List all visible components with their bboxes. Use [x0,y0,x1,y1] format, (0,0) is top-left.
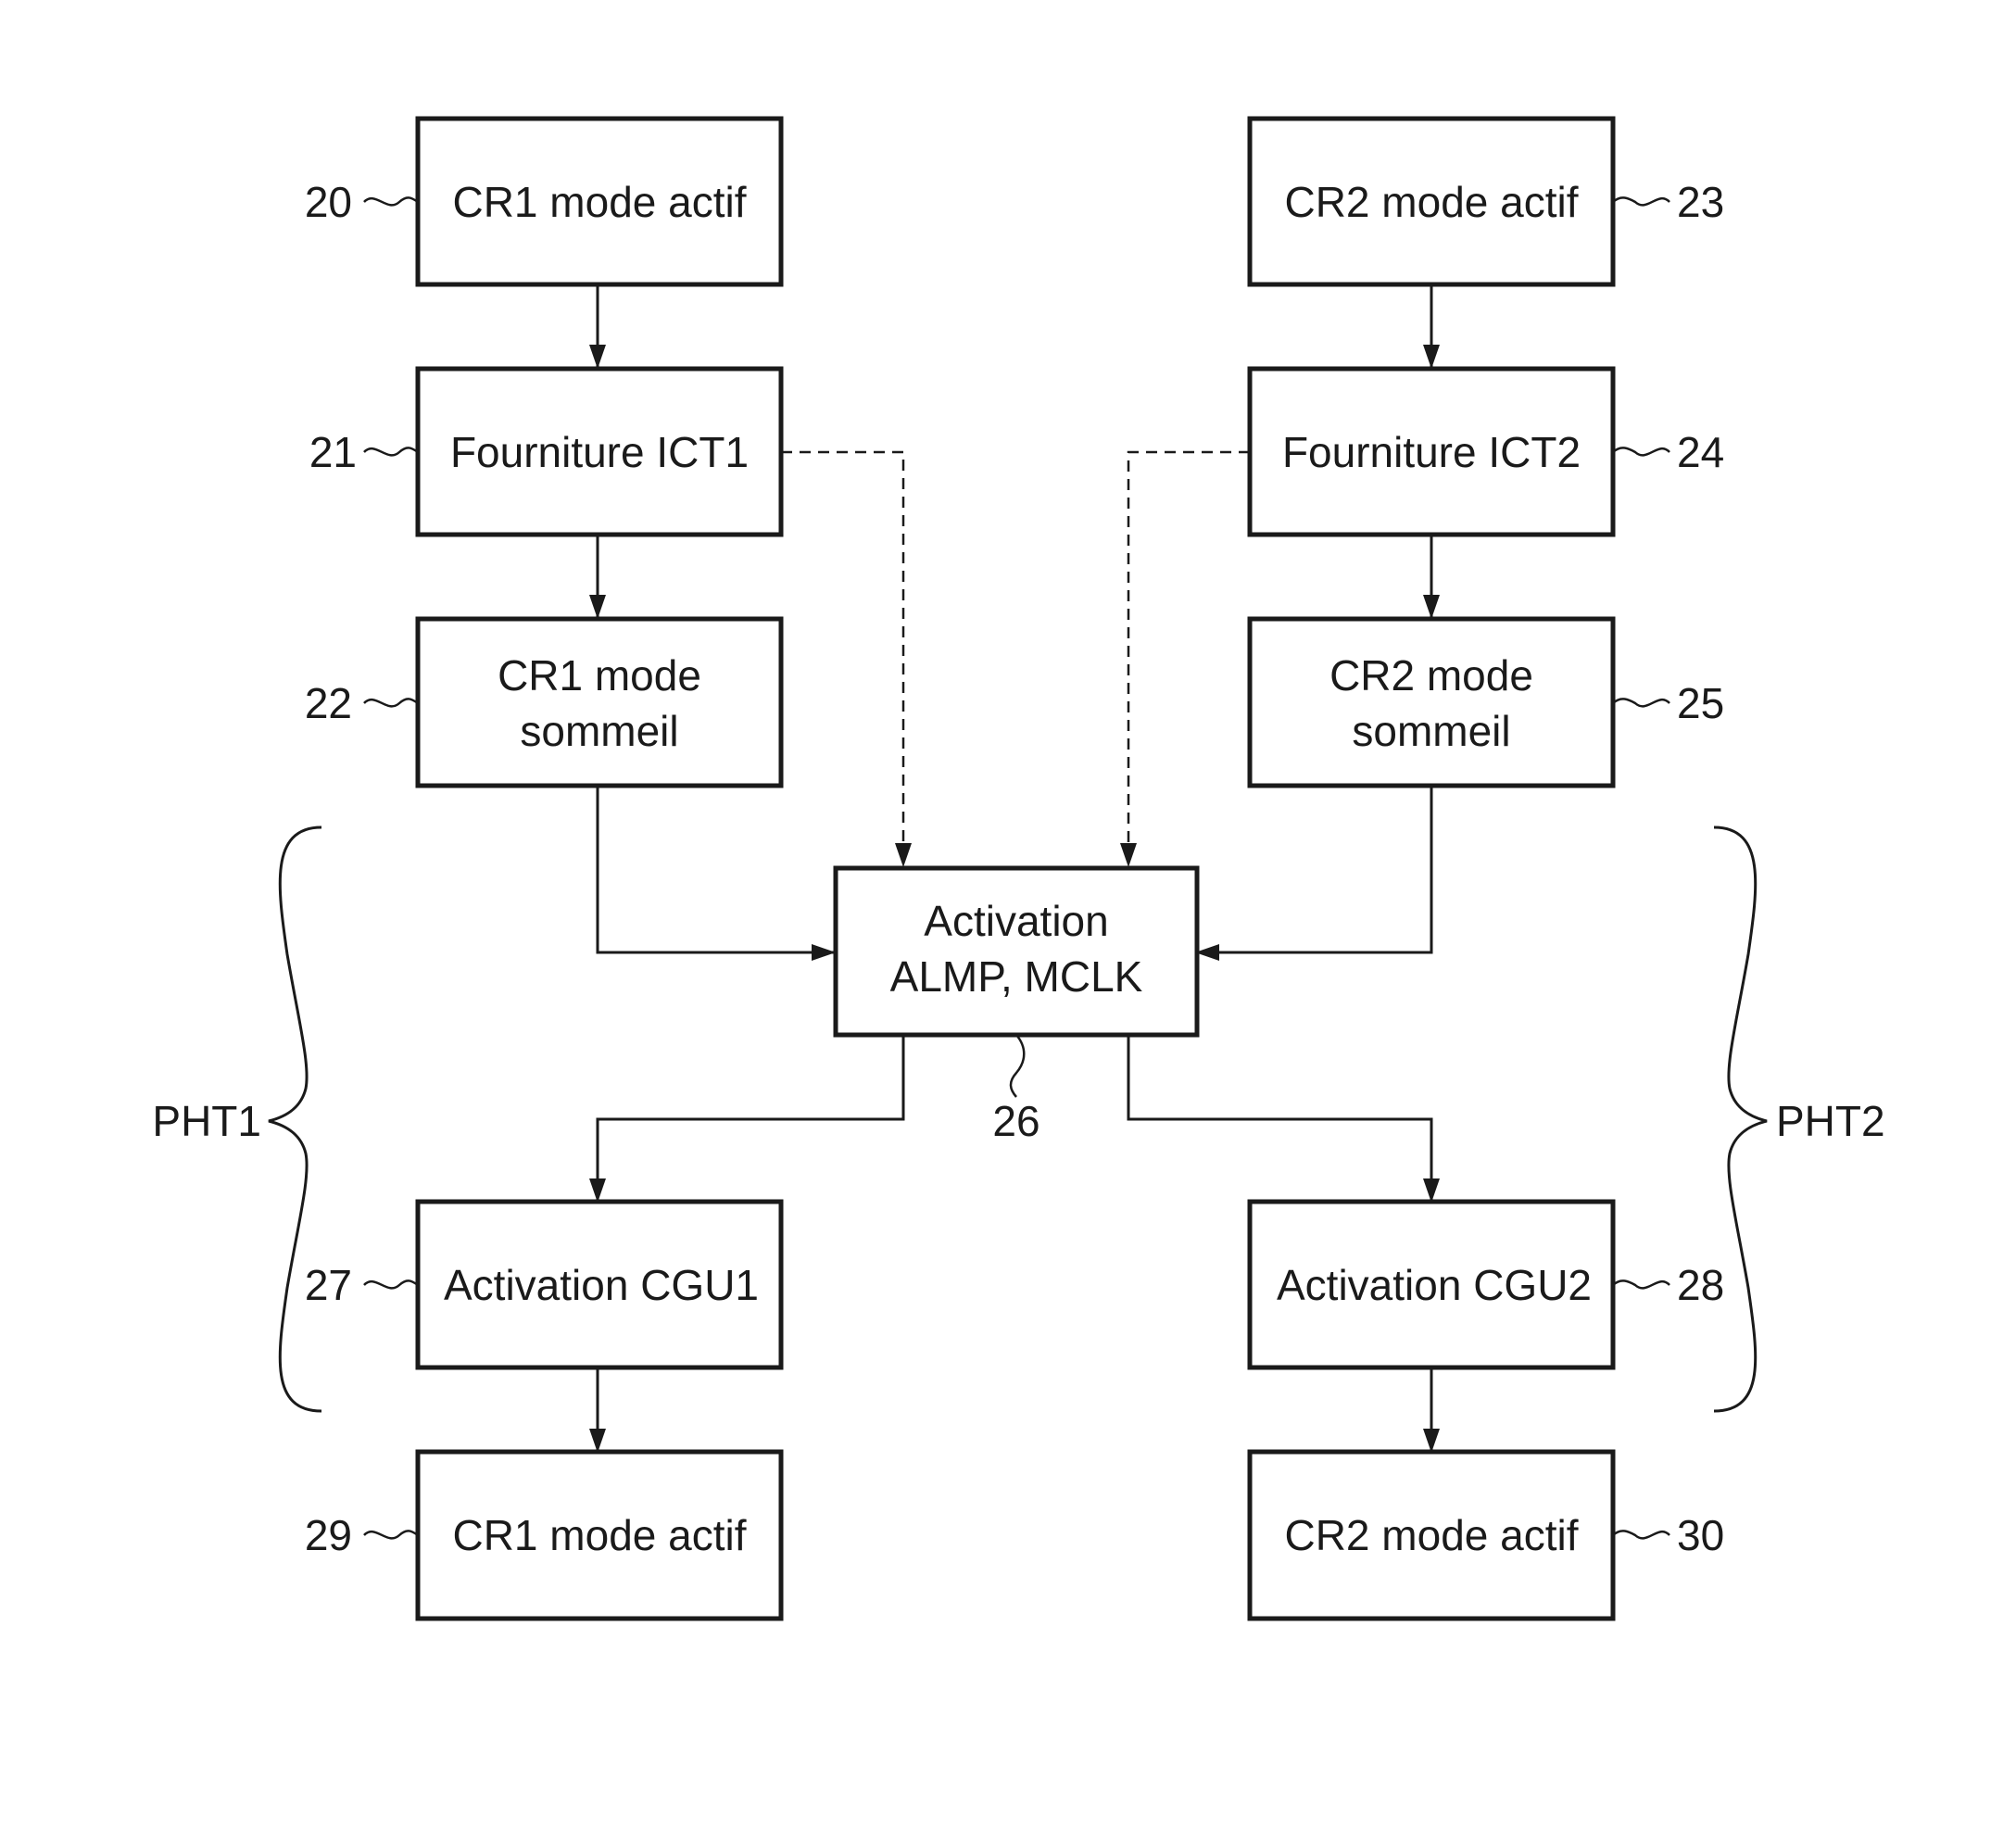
leader-21 [364,447,418,455]
leader-27 [364,1280,418,1288]
box-26: Activation ALMP, MCLK [836,868,1197,1035]
brace-pht1-curve [269,827,321,1411]
arrow-22-to-26 [598,786,834,952]
leader-25 [1613,699,1670,706]
leader-30 [1613,1531,1670,1538]
ref-24: 24 [1677,428,1724,476]
leader-28 [1613,1280,1670,1288]
box-20: CR1 mode actif [418,119,781,284]
box-25-label-line2: sommeil [1352,707,1510,755]
dashed-arrow-24-to-26 [1128,452,1250,865]
brace-pht2: PHT2 [1714,827,1885,1411]
box-25: CR2 mode sommeil [1250,619,1613,786]
box-22-label-line1: CR1 mode [498,651,701,699]
brace-pht2-curve [1714,827,1767,1411]
box-24-label: Fourniture ICT2 [1282,428,1581,476]
box-29: CR1 mode actif [418,1452,781,1619]
arrow-26-to-28 [1128,1035,1431,1201]
leader-29 [364,1531,418,1538]
leader-22 [364,699,418,706]
box-28-label: Activation CGU2 [1277,1261,1592,1309]
ref-26: 26 [992,1097,1040,1145]
box-26-label-line1: Activation [924,897,1108,945]
ref-23: 23 [1677,178,1724,226]
ref-22: 22 [305,679,352,727]
ref-30: 30 [1677,1511,1724,1559]
box-27: Activation CGU1 [418,1202,781,1367]
dashed-connectors [781,452,1250,865]
leader-23 [1613,197,1670,205]
arrow-25-to-26 [1197,786,1431,952]
pht1-label: PHT1 [152,1097,261,1145]
ref-27: 27 [305,1261,352,1309]
box-21-label: Fourniture ICT1 [450,428,749,476]
arrow-26-to-27 [598,1035,903,1201]
ref-20: 20 [305,178,352,226]
box-30: CR2 mode actif [1250,1452,1613,1619]
box-22: CR1 mode sommeil [418,619,781,786]
pht2-label: PHT2 [1776,1097,1885,1145]
ref-25: 25 [1677,679,1724,727]
dashed-arrow-21-to-26 [781,452,903,865]
ref-21: 21 [309,428,357,476]
box-28: Activation CGU2 [1250,1202,1613,1367]
box-21: Fourniture ICT1 [418,369,781,535]
brace-pht1: PHT1 [152,827,321,1411]
box-27-label: Activation CGU1 [444,1261,759,1309]
box-26-label-line2: ALMP, MCLK [890,952,1143,1001]
box-22-label-line2: sommeil [520,707,678,755]
leader-20 [364,197,418,205]
box-20-label: CR1 mode actif [452,178,746,226]
ref-29: 29 [305,1511,352,1559]
box-30-label: CR2 mode actif [1284,1511,1578,1559]
leader-24 [1613,447,1670,455]
box-25-label-line1: CR2 mode [1329,651,1533,699]
box-23: CR2 mode actif [1250,119,1613,284]
box-29-label: CR1 mode actif [452,1511,746,1559]
box-24: Fourniture ICT2 [1250,369,1613,535]
ref-28: 28 [1677,1261,1724,1309]
box-23-label: CR2 mode actif [1284,178,1578,226]
leader-26 [1011,1035,1024,1097]
